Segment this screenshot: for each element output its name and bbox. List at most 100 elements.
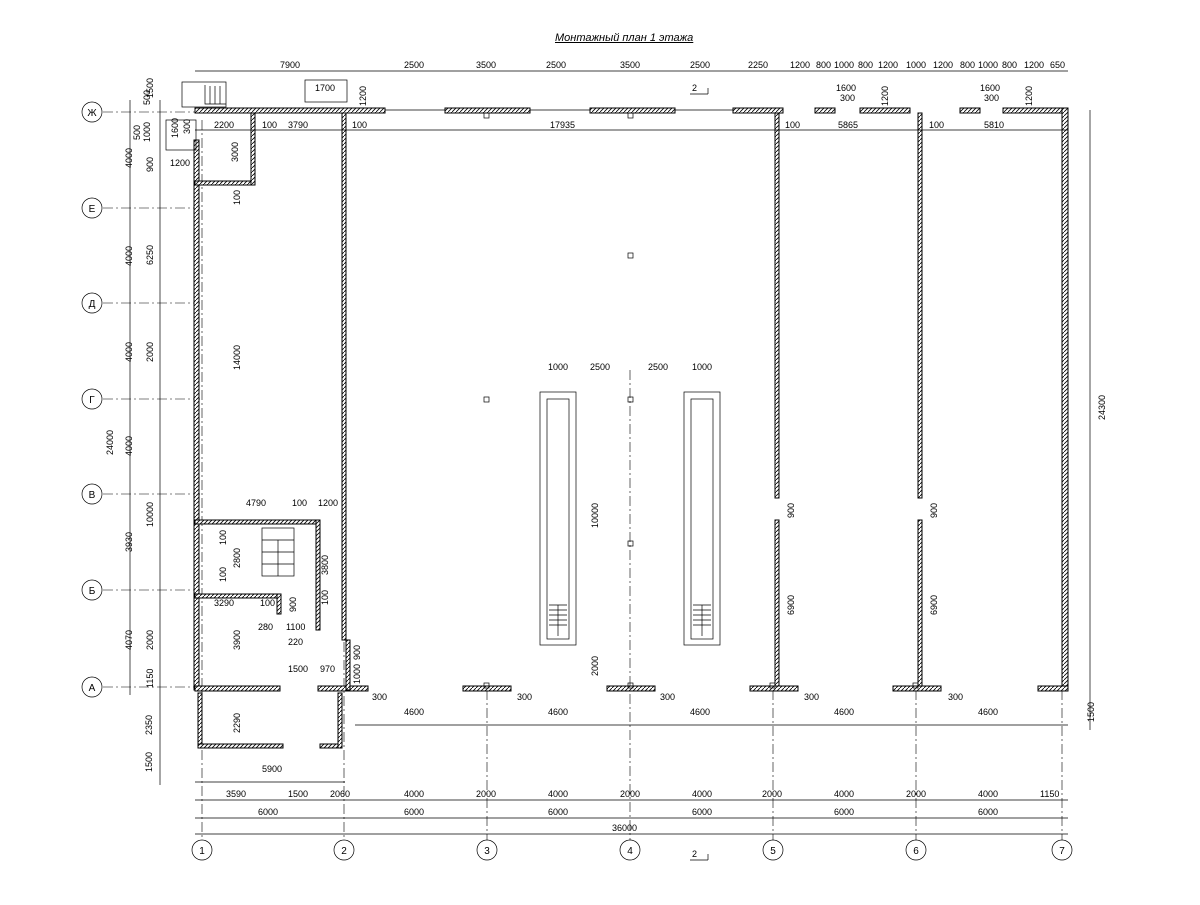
svg-text:36000: 36000 (612, 823, 637, 833)
svg-text:6900: 6900 (786, 595, 796, 615)
svg-text:2800: 2800 (232, 548, 242, 568)
svg-text:4070: 4070 (124, 630, 134, 650)
svg-text:100: 100 (929, 120, 944, 130)
svg-text:2000: 2000 (145, 342, 155, 362)
svg-text:3930: 3930 (124, 532, 134, 552)
svg-text:6250: 6250 (145, 245, 155, 265)
svg-text:1200: 1200 (318, 498, 338, 508)
svg-text:1000: 1000 (906, 60, 926, 70)
bottom-row3-texts: 6000 6000 6000 6000 6000 6000 36000 (258, 807, 998, 833)
svg-text:1200: 1200 (1024, 60, 1044, 70)
svg-text:4790: 4790 (246, 498, 266, 508)
svg-text:24300: 24300 (1097, 395, 1107, 420)
svg-text:800: 800 (960, 60, 975, 70)
svg-text:2350: 2350 (144, 715, 154, 735)
svg-text:100: 100 (292, 498, 307, 508)
svg-text:7900: 7900 (280, 60, 300, 70)
svg-text:100: 100 (232, 190, 242, 205)
svg-text:1600: 1600 (836, 83, 856, 93)
svg-text:А: А (89, 683, 96, 694)
plan-title: Монтажный план 1 этажа (555, 32, 694, 44)
svg-text:6: 6 (913, 846, 919, 857)
svg-text:2500: 2500 (404, 60, 424, 70)
svg-text:100: 100 (218, 567, 228, 582)
svg-text:6000: 6000 (834, 807, 854, 817)
svg-text:4000: 4000 (978, 789, 998, 799)
pit-dimension-texts: 1000 2500 2500 1000 10000 2000 (548, 362, 712, 676)
svg-text:Д: Д (89, 299, 96, 310)
svg-text:2000: 2000 (145, 630, 155, 650)
bottom-row1-texts: 300 4600 300 4600 300 4600 300 4600 300 … (262, 692, 998, 774)
section-marks: 2 2 (690, 83, 709, 861)
svg-text:3500: 3500 (476, 60, 496, 70)
svg-text:300: 300 (948, 692, 963, 702)
svg-text:2290: 2290 (232, 713, 242, 733)
svg-text:900: 900 (288, 597, 298, 612)
svg-text:900: 900 (145, 157, 155, 172)
axis-marker-2: 2 (333, 839, 355, 861)
svg-text:6000: 6000 (258, 807, 278, 817)
svg-text:6900: 6900 (929, 595, 939, 615)
svg-text:1150: 1150 (1040, 789, 1059, 799)
svg-text:10000: 10000 (145, 502, 155, 527)
svg-text:Г: Г (89, 395, 95, 406)
svg-text:2060: 2060 (330, 789, 350, 799)
svg-text:17935: 17935 (550, 120, 575, 130)
svg-text:3900: 3900 (232, 630, 242, 650)
svg-text:1500: 1500 (288, 664, 308, 674)
svg-text:Ж: Ж (87, 108, 97, 119)
svg-text:1500: 1500 (144, 752, 154, 772)
svg-text:2500: 2500 (648, 362, 668, 372)
left-dimension-texts: 4000 4000 4000 4000 3930 4070 2350 1500 … (105, 78, 192, 772)
svg-text:4600: 4600 (834, 707, 854, 717)
axis-marker-1: 1 (191, 839, 213, 861)
svg-text:1000: 1000 (692, 362, 712, 372)
svg-text:3290: 3290 (214, 598, 234, 608)
svg-text:300: 300 (372, 692, 387, 702)
column-axis-markers: 1 2 3 4 5 6 7 (191, 839, 1073, 861)
svg-text:5900: 5900 (262, 764, 282, 774)
svg-text:14000: 14000 (232, 345, 242, 370)
lobby-dimension-texts: 4790 100 1200 3290 100 280 1100 220 1500… (214, 498, 338, 674)
row-axis-markers: Ж Е Д Г В Б А (81, 101, 103, 698)
svg-text:1150: 1150 (145, 669, 155, 688)
svg-text:2000: 2000 (590, 656, 600, 676)
axis-marker-b: Б (81, 579, 103, 601)
svg-text:4000: 4000 (404, 789, 424, 799)
svg-text:100: 100 (320, 590, 330, 605)
svg-text:6000: 6000 (978, 807, 998, 817)
svg-text:300: 300 (517, 692, 532, 702)
axis-marker-7: 7 (1051, 839, 1073, 861)
svg-text:1000: 1000 (978, 60, 998, 70)
svg-text:1200: 1200 (1024, 86, 1034, 106)
svg-text:1700: 1700 (315, 83, 335, 93)
svg-text:1200: 1200 (878, 60, 898, 70)
svg-text:2: 2 (341, 846, 347, 857)
svg-text:3790: 3790 (288, 120, 308, 130)
svg-text:4000: 4000 (124, 246, 134, 266)
svg-text:970: 970 (320, 664, 335, 674)
svg-text:4: 4 (627, 846, 633, 857)
svg-text:300: 300 (804, 692, 819, 702)
svg-text:6000: 6000 (548, 807, 568, 817)
upper-left-room (165, 79, 348, 186)
svg-text:1200: 1200 (358, 86, 368, 106)
svg-text:4600: 4600 (404, 707, 424, 717)
svg-text:1200: 1200 (880, 86, 890, 106)
svg-text:5810: 5810 (984, 120, 1004, 130)
svg-text:Б: Б (89, 586, 96, 597)
svg-text:4000: 4000 (692, 789, 712, 799)
svg-text:В: В (89, 490, 96, 501)
axis-marker-zh: Ж (81, 101, 103, 123)
svg-text:800: 800 (816, 60, 831, 70)
dimension-lines (129, 70, 1091, 835)
svg-text:3: 3 (484, 846, 490, 857)
svg-text:2000: 2000 (906, 789, 926, 799)
svg-text:10000: 10000 (590, 503, 600, 528)
axis-marker-6: 6 (905, 839, 927, 861)
svg-text:650: 650 (1050, 60, 1065, 70)
svg-text:1500: 1500 (1086, 702, 1096, 722)
svg-text:500: 500 (142, 90, 152, 105)
svg-text:4000: 4000 (124, 436, 134, 456)
svg-text:4000: 4000 (124, 148, 134, 168)
